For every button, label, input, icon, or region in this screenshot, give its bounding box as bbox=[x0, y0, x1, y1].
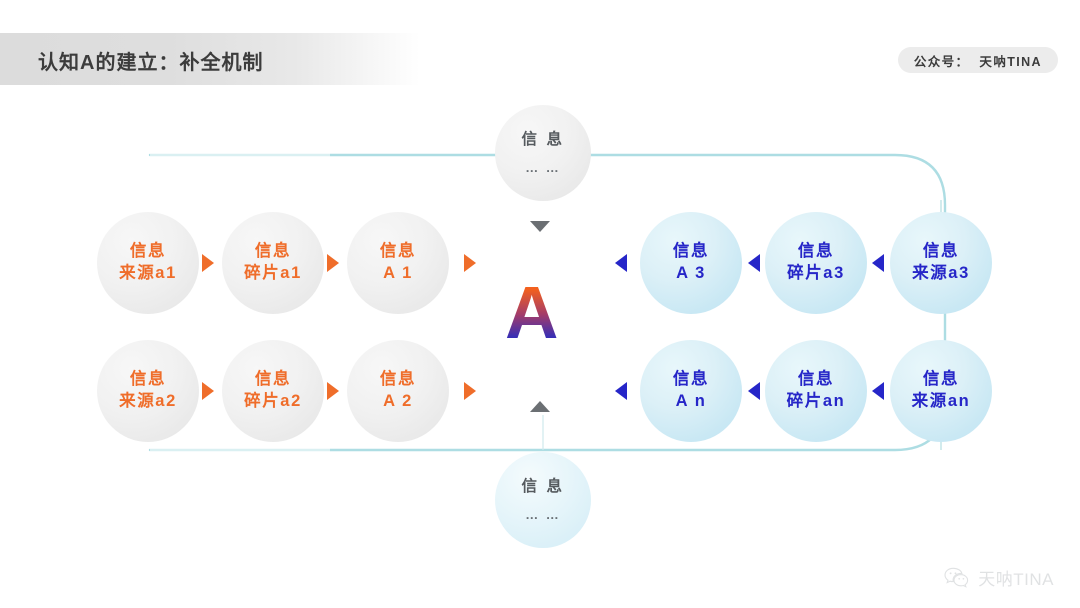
right-triangle-icon-l1a bbox=[202, 254, 214, 272]
node-right-r2-c2[interactable]: 信息 碎片an bbox=[765, 340, 867, 442]
node-right-r1-c3-line2: 来源a3 bbox=[912, 264, 970, 282]
node-left-r2-c3-line2: A 2 bbox=[383, 392, 413, 410]
node-info-bottom[interactable]: 信 息 … … bbox=[495, 452, 591, 548]
watermark: 天呐TINA bbox=[944, 565, 1054, 590]
wechat-icon bbox=[944, 567, 969, 588]
right-triangle-icon-l2c bbox=[464, 382, 476, 400]
node-right-r1-c3-line1: 信息 bbox=[922, 242, 960, 261]
account-badge: 公众号： 天呐TINA bbox=[897, 47, 1058, 73]
node-right-r1-c1[interactable]: 信息 A 3 bbox=[640, 212, 742, 314]
right-triangle-icon-l1b bbox=[327, 254, 339, 272]
left-triangle-icon-r1c bbox=[872, 254, 884, 272]
node-right-r2-c2-line1: 信息 bbox=[797, 370, 835, 389]
node-info-top-line2: … … bbox=[525, 160, 561, 176]
node-right-r1-c2-line1: 信息 bbox=[797, 242, 835, 261]
page-title: 认知A的建立：补全机制 bbox=[38, 52, 264, 74]
node-right-r2-c3-line1: 信息 bbox=[922, 370, 960, 389]
node-left-r1-c1-line2: 来源a1 bbox=[119, 264, 177, 282]
node-left-r2-c2[interactable]: 信息 碎片a2 bbox=[222, 340, 324, 442]
node-left-r2-c1-line2: 来源a2 bbox=[119, 392, 177, 410]
up-triangle-icon bbox=[530, 401, 550, 412]
node-left-r1-c2-line1: 信息 bbox=[254, 242, 292, 261]
right-triangle-icon-l2b bbox=[327, 382, 339, 400]
node-right-r2-c3[interactable]: 信息 来源an bbox=[890, 340, 992, 442]
down-triangle-icon bbox=[530, 221, 550, 232]
watermark-text: 天呐TINA bbox=[978, 570, 1054, 589]
node-left-r1-c3-line2: A 1 bbox=[383, 264, 413, 282]
node-left-r2-c3-line1: 信息 bbox=[379, 370, 417, 389]
node-left-r1-c1-line1: 信息 bbox=[129, 242, 167, 261]
node-left-r2-c3[interactable]: 信息 A 2 bbox=[347, 340, 449, 442]
node-left-r1-c3[interactable]: 信息 A 1 bbox=[347, 212, 449, 314]
node-left-r2-c2-line1: 信息 bbox=[254, 370, 292, 389]
node-right-r1-c3[interactable]: 信息 来源a3 bbox=[890, 212, 992, 314]
node-right-r1-c1-line2: A 3 bbox=[676, 264, 706, 282]
left-triangle-icon-r2a bbox=[615, 382, 627, 400]
right-triangle-icon-l1c bbox=[464, 254, 476, 272]
node-left-r2-c1-line1: 信息 bbox=[129, 370, 167, 389]
node-info-top[interactable]: 信 息 … … bbox=[495, 105, 591, 201]
node-info-bottom-line1: 信 息 bbox=[521, 477, 565, 495]
node-right-r2-c1-line2: A n bbox=[675, 392, 707, 410]
node-info-top-line1: 信 息 bbox=[521, 130, 565, 148]
node-right-r1-c2-line2: 碎片a3 bbox=[787, 264, 845, 282]
account-label: 公众号： bbox=[913, 54, 970, 69]
node-right-r2-c1-line1: 信息 bbox=[672, 370, 710, 389]
left-triangle-icon-r1b bbox=[748, 254, 760, 272]
node-left-r1-c3-line1: 信息 bbox=[379, 242, 417, 261]
node-left-r2-c2-line2: 碎片a2 bbox=[244, 392, 302, 410]
left-triangle-icon-r2c bbox=[872, 382, 884, 400]
node-info-bottom-line2: … … bbox=[525, 507, 561, 523]
right-triangle-icon-l2a bbox=[202, 382, 214, 400]
node-right-r1-c2[interactable]: 信息 碎片a3 bbox=[765, 212, 867, 314]
left-triangle-icon-r2b bbox=[748, 382, 760, 400]
account-name: 天呐TINA bbox=[979, 54, 1042, 69]
node-left-r2-c1[interactable]: 信息 来源a2 bbox=[97, 340, 199, 442]
center-letter-a: A bbox=[505, 271, 559, 354]
node-right-r2-c2-line2: 碎片an bbox=[786, 392, 846, 410]
left-triangle-icon-r1a bbox=[615, 254, 627, 272]
node-left-r1-c2-line2: 碎片a1 bbox=[244, 264, 302, 282]
node-right-r2-c1[interactable]: 信息 A n bbox=[640, 340, 742, 442]
node-right-r2-c3-line2: 来源an bbox=[911, 392, 971, 410]
node-left-r1-c1[interactable]: 信息 来源a1 bbox=[97, 212, 199, 314]
node-left-r1-c2[interactable]: 信息 碎片a1 bbox=[222, 212, 324, 314]
header-bar bbox=[0, 33, 420, 85]
node-right-r1-c1-line1: 信息 bbox=[672, 242, 710, 261]
